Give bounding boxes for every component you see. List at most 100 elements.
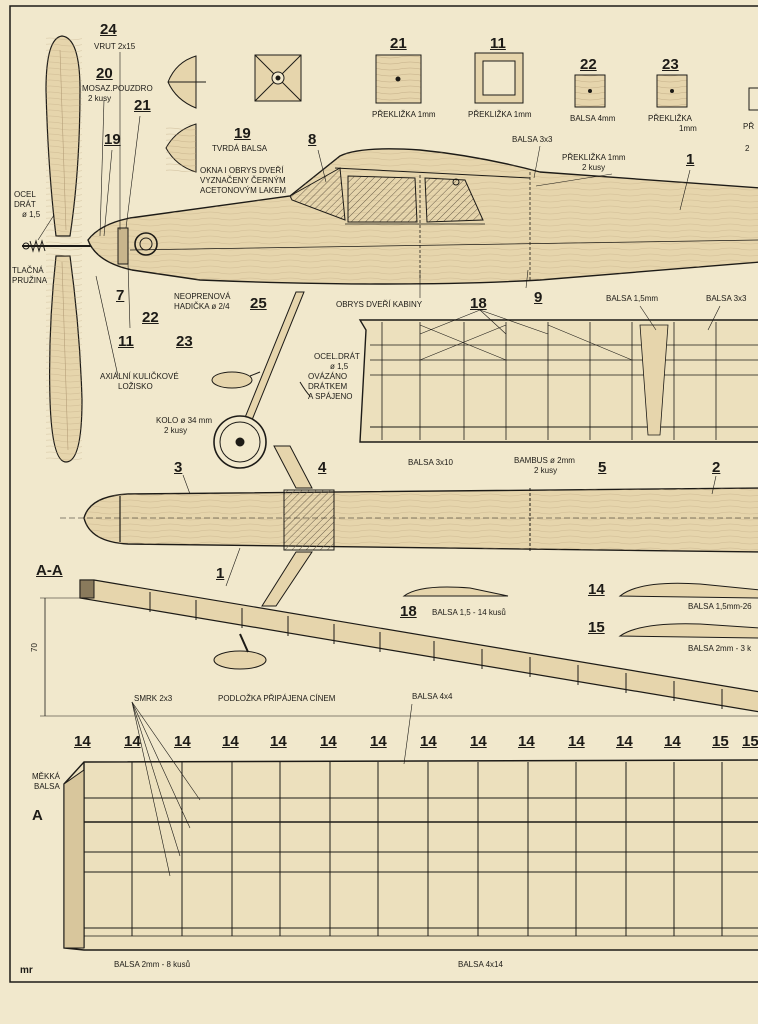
push-spring-note-1: TLAČNÁ	[12, 266, 44, 275]
neoprene-note-1: NEOPRENOVÁ	[174, 292, 231, 301]
part-21-number-a: 21	[134, 97, 151, 114]
part-19-spinner-side	[165, 123, 197, 173]
tail-frame-side	[358, 319, 758, 443]
part-18-number-a: 18	[470, 295, 487, 312]
balsa-4x4-note: BALSA 4x4	[412, 692, 453, 701]
steel-wire-2-note-3: OVÁZÁNO	[308, 372, 348, 381]
propeller-drawing	[45, 35, 83, 463]
part-11-number-a: 11	[490, 35, 506, 52]
section-a-a-title: A-A	[36, 562, 63, 579]
steel-wire-2-note-5: A SPÁJENO	[308, 392, 353, 401]
windows-note-2: VYZNAČENY ČERNÝM	[200, 176, 286, 185]
rib-label: 14	[470, 733, 487, 750]
part-18-number-b: 18	[400, 603, 417, 620]
part-14-note: BALSA 1,5mm-26	[688, 602, 752, 611]
rib-label: 14	[124, 733, 141, 750]
part-22-note: BALSA 4mm	[570, 114, 616, 123]
dimension-70: 70	[30, 643, 39, 652]
part-18-note: BALSA 1,5 - 14 kusů	[432, 608, 506, 617]
windows-note-1: OKNA I OBRYS DVEŘÍ	[200, 166, 284, 175]
push-spring-note-2: PRUŽINA	[12, 276, 48, 285]
windows-note-3: ACETONOVÝM LAKEM	[200, 186, 287, 195]
steel-wire-note-3: ø 1,5	[22, 210, 41, 219]
steel-wire-note-1: OCEL	[14, 190, 36, 199]
part-19-number-a: 19	[104, 131, 121, 148]
part-22-number-a: 22	[580, 56, 597, 73]
rib-label: 14	[420, 733, 437, 750]
part-1-number-a: 1	[686, 151, 695, 168]
part-19-number-b: 19	[234, 125, 251, 142]
balsa-2mm-note: BALSA 2mm - 8 kusů	[114, 960, 191, 969]
part-11-frame	[474, 52, 524, 104]
part-20-number: 20	[96, 65, 113, 82]
rib-profiles	[402, 582, 758, 639]
part-21-note: PŘEKLIŽKA 1mm	[372, 110, 436, 119]
steel-wire-2-note-2: ø 1,5	[330, 362, 349, 371]
part-7-number: 7	[116, 287, 125, 304]
spruce-note: SMRK 2x3	[134, 694, 173, 703]
balsa-3x10-note: BALSA 3x10	[408, 458, 453, 467]
part-20-note: MOSAZ.POUZDRO	[82, 84, 153, 93]
part-5-number: 5	[598, 459, 607, 476]
steel-wire-2-note-1: OCEL.DRÁT	[314, 352, 360, 361]
edge-note-2: 2	[745, 144, 750, 153]
part-15-note: BALSA 2mm - 3 k	[688, 644, 752, 653]
part-19-cone	[167, 55, 206, 109]
part-23-block	[656, 74, 688, 108]
part-25-number: 25	[250, 295, 267, 312]
edge-note: PŘ	[743, 122, 755, 131]
part-9-number: 9	[534, 289, 543, 306]
part-24-note: VRUT 2x15	[94, 42, 136, 51]
axial-bearing-note-2: LOŽISKO	[118, 382, 153, 391]
wing-plan-view	[63, 701, 758, 951]
cabin-door-outline-note: OBRYS DVEŘÍ KABINY	[336, 300, 423, 309]
part-14-number-a: 14	[588, 581, 605, 598]
part-11-number-b: 11	[118, 333, 134, 350]
neoprene-note-2: HADIČKA ø 2/4	[174, 302, 230, 311]
part-11-note: PŘEKLIŽKA 1mm	[468, 110, 532, 119]
bamboo-note-1: BAMBUS ø 2mm	[514, 456, 575, 465]
wheel-note-1: KOLO ø 34 mm	[156, 416, 213, 425]
leader-lines	[37, 52, 721, 587]
rib-label: 14	[74, 733, 91, 750]
section-mark-a: A	[32, 807, 43, 824]
rib-label: 15	[742, 733, 758, 750]
author-mark: mr	[20, 965, 33, 976]
part-19-note: TVRDÁ BALSA	[212, 144, 268, 153]
part-23-note: PŘEKLIŽKA	[648, 114, 693, 123]
part-edge-block	[748, 87, 758, 111]
rib-label: 14	[518, 733, 535, 750]
rib-label: 14	[664, 733, 681, 750]
part-24-number: 24	[100, 21, 117, 38]
wing-section-a-a	[40, 579, 758, 717]
part-24-plate	[254, 54, 302, 102]
rib-label: 14	[174, 733, 191, 750]
axial-bearing-note-1: AXIÁLNÍ KULIČKOVÉ	[100, 372, 179, 381]
bamboo-note-2: 2 kusy	[534, 466, 558, 475]
part-23-number-b: 23	[176, 333, 193, 350]
soft-balsa-note-2: BALSA	[34, 782, 60, 791]
part-15-number-a: 15	[588, 619, 605, 636]
part-8-number: 8	[308, 131, 317, 148]
rib-label: 15	[712, 733, 729, 750]
fuselage-side-view	[87, 148, 758, 285]
balsa-3x3-right-note: BALSA 3x3	[706, 294, 747, 303]
part-20-qty: 2 kusy	[88, 94, 112, 103]
landing-gear	[211, 291, 311, 469]
part-1-number-b: 1	[216, 565, 225, 582]
rib-label: 14	[270, 733, 287, 750]
part-3-number: 3	[174, 459, 183, 476]
rib-label: 14	[320, 733, 337, 750]
sheet-border	[9, 5, 758, 983]
part-4-number: 4	[318, 459, 327, 476]
preklizka-top-qty: 2 kusy	[582, 163, 606, 172]
soft-balsa-note-1: MĚKKÁ	[32, 772, 61, 781]
balsa-1-5-note: BALSA 1,5mm	[606, 294, 659, 303]
rib-label: 14	[370, 733, 387, 750]
rib-label: 14	[568, 733, 585, 750]
steel-wire-2-note-4: DRÁTKEM	[308, 382, 348, 391]
part-23-number-a: 23	[662, 56, 679, 73]
fuselage-top-view	[60, 445, 758, 607]
